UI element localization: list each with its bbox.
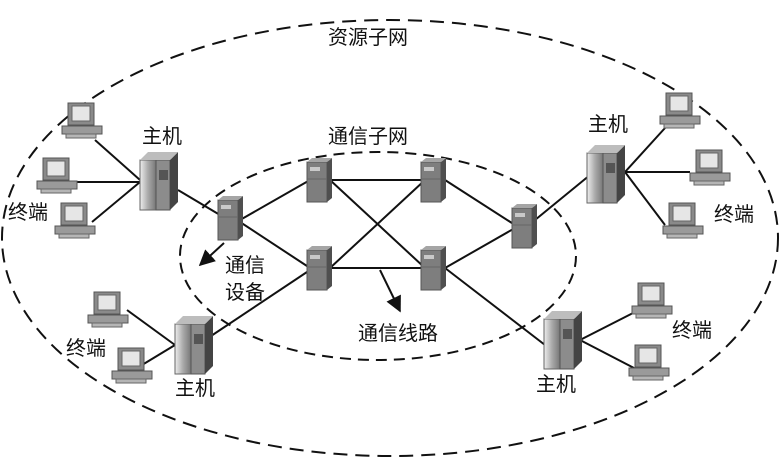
comm-device-label-line2: 设备 (225, 280, 265, 304)
terminal-icon (631, 282, 673, 319)
comm-device-icon (217, 195, 244, 241)
terminal-icon (61, 102, 103, 139)
comm-line-label: 通信线路 (358, 321, 438, 345)
host-server-icon (139, 151, 179, 211)
host-server-icon (543, 310, 583, 370)
comm-device-icon (511, 203, 538, 249)
resource-subnet-label: 资源子网 (328, 25, 408, 49)
comm-device-arrow (198, 242, 225, 267)
terminal-label: 终端 (8, 200, 48, 224)
comm-subnet-label: 通信子网 (328, 124, 408, 148)
terminal-icon (111, 347, 153, 384)
host-label: 主机 (588, 112, 628, 136)
terminal-label: 终端 (672, 318, 712, 342)
terminal-icon (689, 149, 731, 186)
terminal-icon (662, 202, 704, 239)
terminal-label: 终端 (66, 336, 106, 360)
comm-device-icon (420, 245, 447, 291)
terminal-icon (36, 157, 78, 194)
resource-subnet-boundary (1, 19, 779, 457)
host-server-icon (174, 315, 214, 375)
terminal-icon (87, 291, 129, 328)
terminal-label: 终端 (714, 202, 754, 226)
comm-subnet-boundary (179, 151, 577, 361)
comm-device-icon (306, 245, 333, 291)
comm-line-arrow (379, 269, 401, 313)
host-server-icon (586, 144, 626, 204)
host-label: 主机 (536, 372, 576, 396)
comm-device-icon (306, 157, 333, 203)
host-label: 主机 (142, 124, 182, 148)
comm-device-icon (420, 157, 447, 203)
host-label: 主机 (175, 376, 215, 400)
links (75, 127, 690, 369)
terminal-icon (659, 92, 701, 129)
terminal-icon (54, 202, 96, 239)
comm-device-label-line1: 通信 (225, 253, 265, 277)
terminal-icon (628, 344, 670, 381)
